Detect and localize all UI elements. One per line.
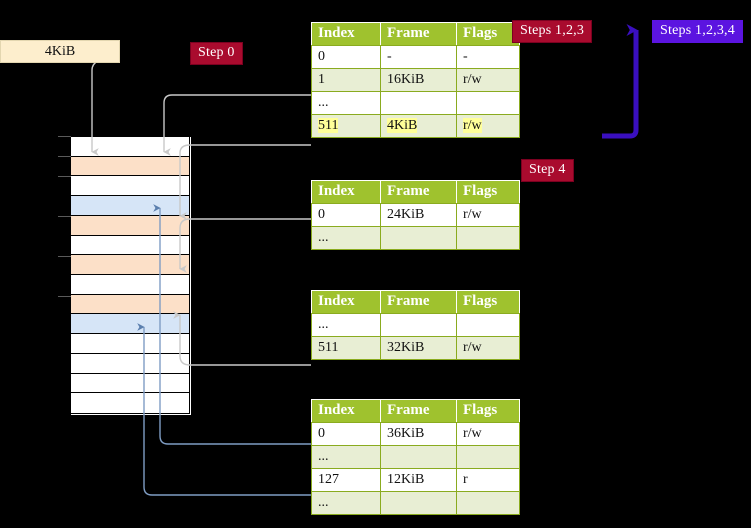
cell-index: 0: [311, 422, 381, 446]
cell-flags: [456, 91, 520, 115]
memory-tick: [58, 176, 71, 177]
cell-frame: 36KiB: [380, 422, 457, 446]
cell-flags: r/w: [456, 114, 520, 138]
connector-t1-row511: [179, 144, 311, 220]
table-row[interactable]: ...: [311, 91, 520, 115]
cell-index: 0: [311, 45, 381, 69]
memory-frame[interactable]: [71, 353, 189, 374]
table-row[interactable]: 0 24KiB r/w: [311, 203, 520, 227]
page-table-pml4: Index Frame Flags 0 - - 1 16KiB r/w ...: [311, 22, 520, 138]
memory-frame[interactable]: [71, 393, 189, 413]
cell-index: ...: [311, 226, 381, 250]
memory-tick: [58, 136, 71, 137]
col-index: Index: [311, 399, 381, 423]
memory-frame[interactable]: [71, 334, 189, 354]
memory-tick: [58, 296, 71, 297]
cell-flags: -: [456, 45, 520, 69]
memory-frame[interactable]: [71, 235, 189, 256]
col-flags: Flags: [456, 290, 520, 314]
cell-index: 511: [311, 336, 381, 360]
table-header-row: Index Frame Flags: [311, 399, 520, 423]
cell-frame: -: [380, 45, 457, 69]
page-table-pdp: Index Frame Flags 0 24KiB r/w ...: [311, 180, 520, 250]
col-frame: Frame: [380, 290, 457, 314]
table-row[interactable]: 0 - -: [311, 45, 520, 69]
badge-step-0: Step 0: [190, 42, 243, 65]
cell-frame: 12KiB: [380, 468, 457, 492]
badge-steps-123: Steps 1,2,3: [512, 20, 593, 43]
purple-bracket-arrow: [602, 24, 639, 139]
memory-tick: [58, 156, 71, 157]
col-flags: Flags: [456, 399, 520, 423]
table-row[interactable]: 127 12KiB r: [311, 468, 520, 492]
cell-flags: [456, 491, 520, 515]
badge-step-4: Step 4: [521, 159, 574, 182]
cell-frame: [380, 91, 457, 115]
page-table-pt: Index Frame Flags 0 36KiB r/w ... 127 12…: [311, 399, 520, 515]
memory-frame[interactable]: [71, 156, 189, 177]
table-row[interactable]: ...: [311, 226, 520, 250]
memory-frame[interactable]: [71, 314, 189, 335]
col-frame: Frame: [380, 180, 457, 204]
cell-index: ...: [311, 491, 381, 515]
cell-flags: r/w: [456, 336, 520, 360]
page-table-pd: Index Frame Flags ... 511 32KiB r/w: [311, 290, 520, 360]
memory-frame[interactable]: [71, 275, 189, 295]
col-frame: Frame: [380, 399, 457, 423]
table-row[interactable]: 0 36KiB r/w: [311, 422, 520, 446]
connector-t3-row511: [173, 311, 311, 366]
col-index: Index: [311, 180, 381, 204]
table-row[interactable]: ...: [311, 445, 520, 469]
cell-index: ...: [311, 445, 381, 469]
cell-frame: [380, 226, 457, 250]
cell-index: ...: [311, 91, 381, 115]
cell-index: 127: [311, 468, 381, 492]
cell-flags: r/w: [456, 203, 520, 227]
cell-flags: r: [456, 468, 520, 492]
memory-frame[interactable]: [71, 137, 189, 157]
table-row[interactable]: 511 32KiB r/w: [311, 336, 520, 360]
cell-frame: 16KiB: [380, 68, 457, 92]
cell-frame: [380, 313, 457, 337]
table-header-row: Index Frame Flags: [311, 290, 520, 314]
memory-frame[interactable]: [71, 255, 189, 275]
cell-flags: r/w: [456, 68, 520, 92]
cell-flags: [456, 313, 520, 337]
table-header-row: Index Frame Flags: [311, 22, 520, 46]
cell-frame: [380, 445, 457, 469]
col-flags: Flags: [456, 180, 520, 204]
cell-flags: [456, 445, 520, 469]
connector-t2-row0: [179, 218, 311, 273]
table-row[interactable]: ...: [311, 313, 520, 337]
col-frame: Frame: [380, 22, 457, 46]
memory-tick: [58, 216, 71, 217]
memory-size-label: 4KiB: [0, 40, 120, 63]
table-row[interactable]: ...: [311, 491, 520, 515]
table-header-row: Index Frame Flags: [311, 180, 520, 204]
cell-index: 0: [311, 203, 381, 227]
cell-index: 511: [311, 114, 381, 138]
badge-steps-1234: Steps 1,2,3,4: [652, 20, 743, 43]
table-row[interactable]: 1 16KiB r/w: [311, 68, 520, 92]
cell-flags: r/w: [456, 422, 520, 446]
col-index: Index: [311, 22, 381, 46]
cell-frame: [380, 491, 457, 515]
cell-frame: 24KiB: [380, 203, 457, 227]
memory-frame[interactable]: [71, 294, 189, 315]
cell-flags: [456, 226, 520, 250]
cell-frame: 4KiB: [380, 114, 457, 138]
cell-frame: 32KiB: [380, 336, 457, 360]
cell-index: 1: [311, 68, 381, 92]
col-index: Index: [311, 290, 381, 314]
col-flags: Flags: [456, 22, 520, 46]
memory-frame[interactable]: [71, 215, 189, 236]
memory-frame[interactable]: [71, 373, 189, 394]
memory-frame[interactable]: [71, 196, 189, 216]
cell-index: ...: [311, 313, 381, 337]
table-row[interactable]: 511 4KiB r/w: [311, 114, 520, 138]
memory-tick: [58, 256, 71, 257]
memory-frame[interactable]: [71, 176, 189, 197]
memory-frame-rows: [70, 136, 190, 414]
